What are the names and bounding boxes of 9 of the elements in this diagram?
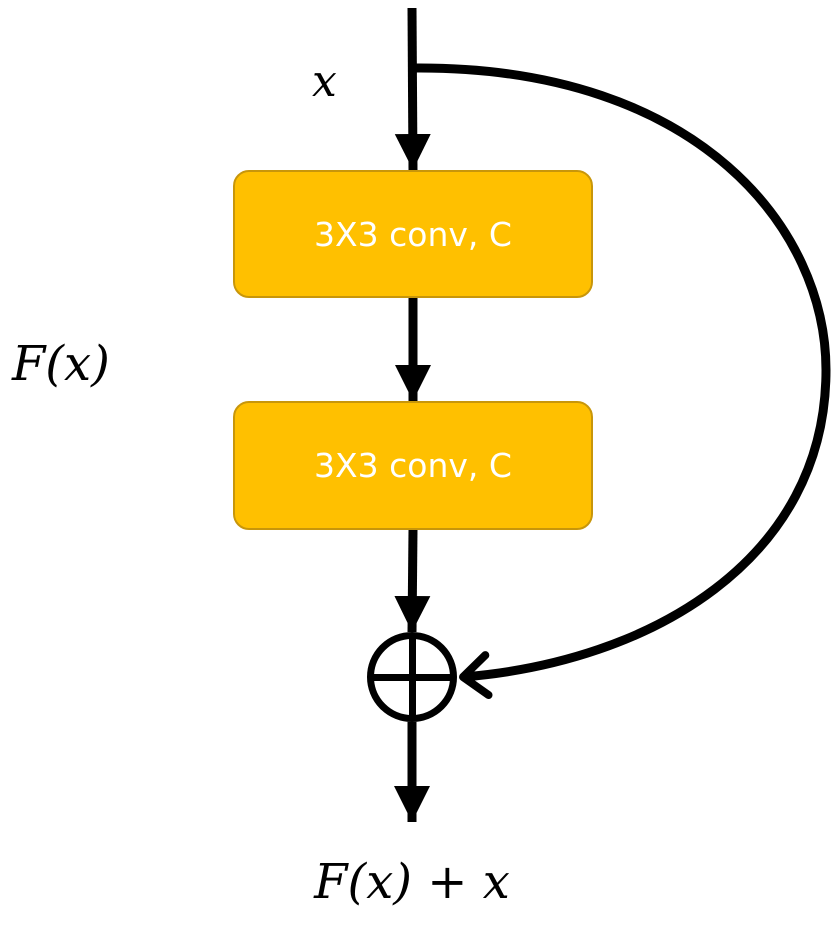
residual-function-label: F(x) — [12, 340, 110, 388]
conv-layer-box: 3X3 conv, C — [233, 170, 593, 298]
conv-layer-box: 3X3 conv, C — [233, 401, 593, 530]
output-formula: F(x) + x — [262, 858, 562, 906]
arrow — [394, 722, 430, 822]
arrow — [395, 298, 431, 401]
arrow — [394, 530, 430, 632]
arrow — [394, 8, 431, 170]
input-label: x — [312, 60, 337, 104]
